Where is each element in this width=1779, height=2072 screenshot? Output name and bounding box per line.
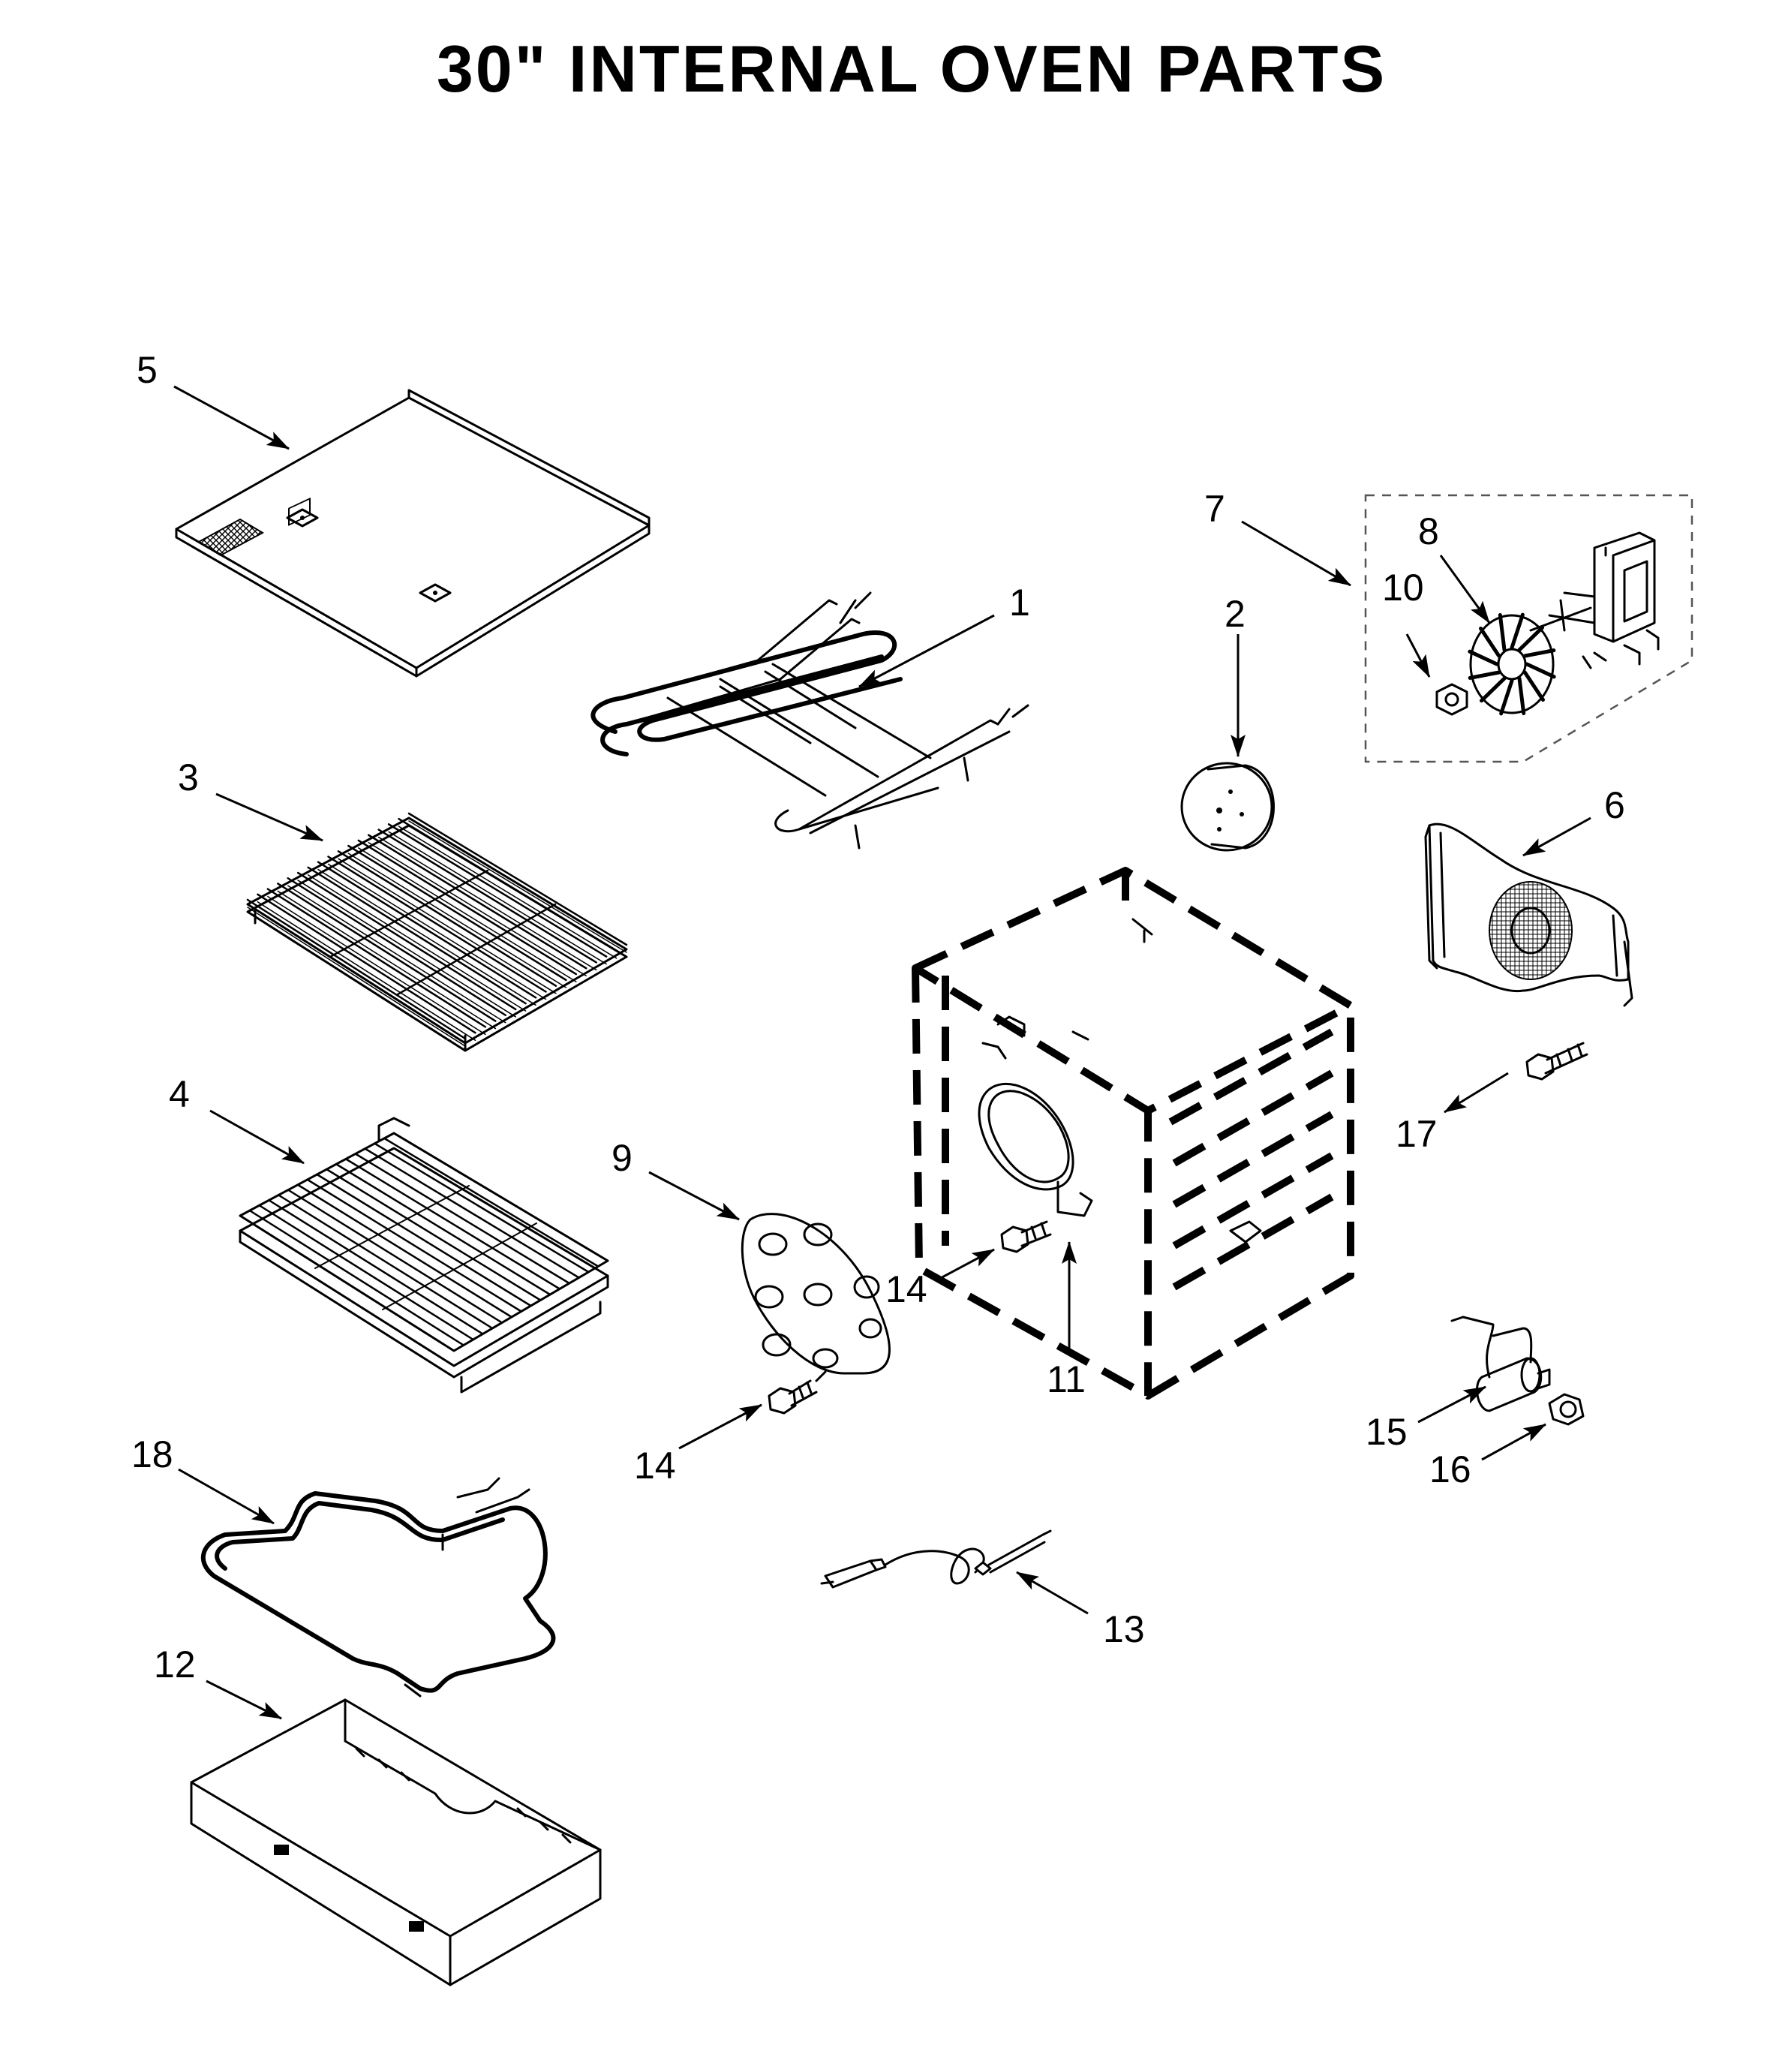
part-6-fan-cover bbox=[1424, 822, 1633, 1007]
part-11-oven-cavity bbox=[912, 867, 1354, 1400]
callout-13: 13 bbox=[1103, 1608, 1145, 1650]
callout-17: 17 bbox=[1396, 1113, 1438, 1155]
part-13-meat-probe bbox=[820, 1529, 1052, 1589]
part-14-screw-a bbox=[1000, 1220, 1052, 1253]
part-12-bottom-tray bbox=[190, 1698, 602, 1986]
part-14-screw-b bbox=[768, 1370, 827, 1415]
callout-4: 4 bbox=[169, 1073, 190, 1115]
part-10-nut bbox=[1435, 683, 1468, 716]
callout-9: 9 bbox=[612, 1137, 633, 1179]
part-9-fan-cover bbox=[741, 1213, 891, 1375]
part-4-rolling-rack bbox=[239, 1117, 609, 1394]
part-16-nut bbox=[1548, 1393, 1585, 1426]
part-17-screw bbox=[1525, 1042, 1588, 1081]
callout-1: 1 bbox=[1009, 582, 1030, 624]
callout-5: 5 bbox=[137, 349, 158, 391]
callout-10: 10 bbox=[1382, 567, 1424, 609]
callout-6: 6 bbox=[1604, 784, 1625, 826]
callout-arrows bbox=[173, 385, 1591, 1720]
callout-14b: 14 bbox=[634, 1445, 676, 1487]
callout-11: 11 bbox=[1047, 1358, 1086, 1400]
part-3-oven-rack bbox=[246, 812, 628, 1052]
callout-16: 16 bbox=[1429, 1448, 1471, 1490]
callout-14a: 14 bbox=[885, 1268, 927, 1310]
callout-8: 8 bbox=[1418, 510, 1439, 552]
part-1-broil-element bbox=[590, 591, 1029, 850]
motor bbox=[1529, 531, 1660, 669]
callout-3: 3 bbox=[178, 756, 199, 798]
callout-labels: 1 2 3 4 5 6 7 8 9 10 11 12 13 14 14 15 1… bbox=[131, 349, 1625, 1686]
page-title: 30" INTERNAL OVEN PARTS bbox=[437, 32, 1387, 106]
callout-7: 7 bbox=[1204, 488, 1225, 530]
part-2-baffle-disc bbox=[1180, 762, 1275, 852]
callout-15: 15 bbox=[1366, 1411, 1408, 1453]
callout-2: 2 bbox=[1225, 593, 1246, 635]
part-5-panel bbox=[175, 389, 651, 678]
callout-18: 18 bbox=[131, 1433, 173, 1475]
part-8-fan-blade bbox=[1468, 612, 1556, 716]
part-18-bake-element bbox=[200, 1477, 556, 1698]
part-7-fan-assembly-group bbox=[1364, 494, 1693, 763]
callout-12: 12 bbox=[154, 1643, 196, 1686]
